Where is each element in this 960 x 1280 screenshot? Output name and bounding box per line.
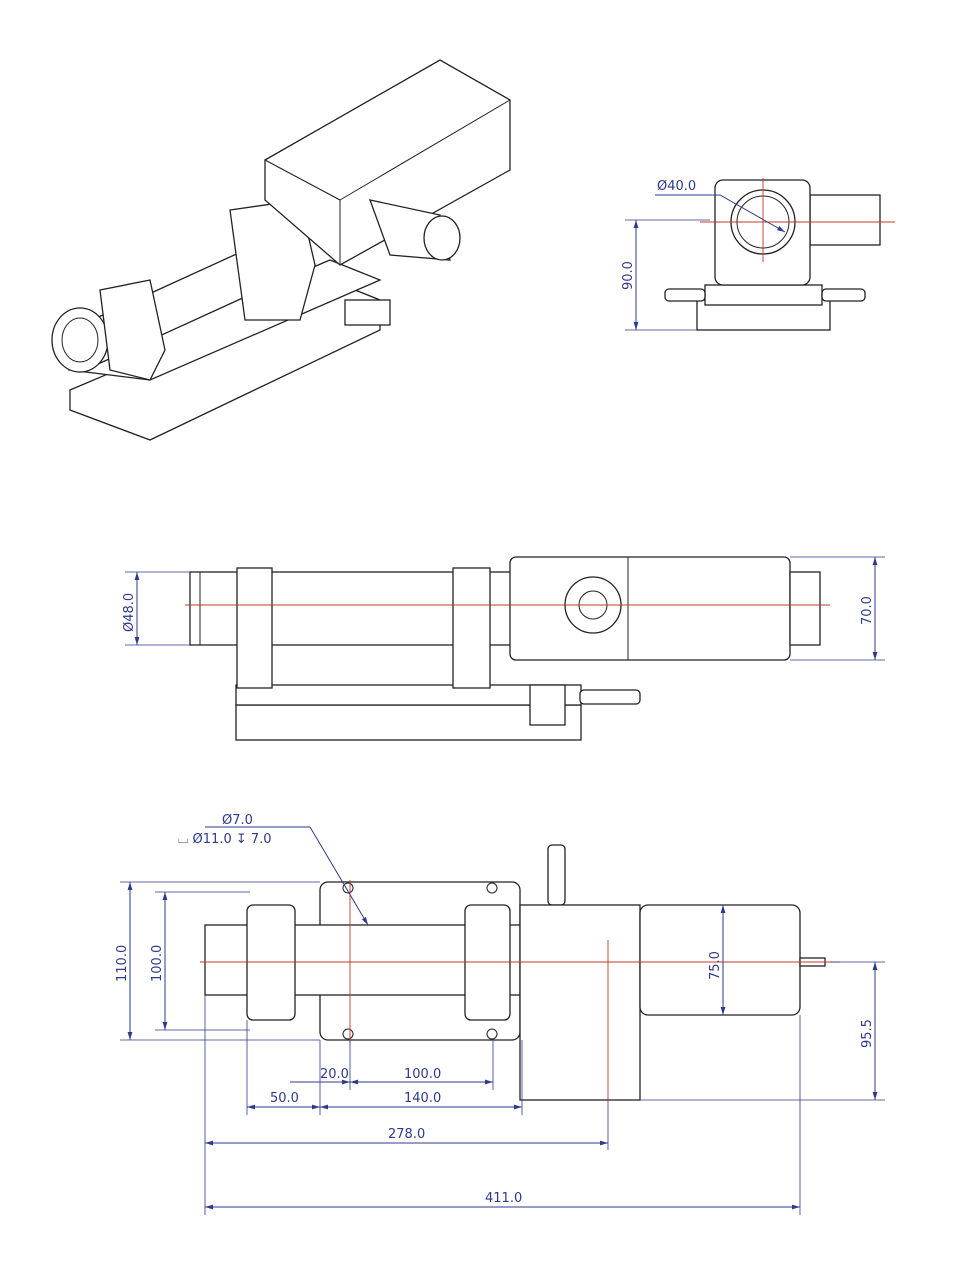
front-micrometer-right <box>821 288 866 302</box>
front-side-box <box>809 194 881 246</box>
top-clamp-2 <box>464 904 511 1021</box>
iso-micrometer <box>344 299 391 326</box>
top-motor-side <box>519 904 641 1101</box>
front-view: 90.0 Ø40.0 <box>621 178 895 331</box>
label-hole-spacing: 100.0 <box>404 1067 441 1082</box>
label-hole-diameter: Ø7.0 <box>222 813 253 828</box>
isometric-view <box>51 59 511 441</box>
side-micrometer <box>579 689 641 705</box>
label-front-diameter: Ø40.0 <box>657 179 696 194</box>
label-total-length: 411.0 <box>485 1191 522 1206</box>
side-clamp-2 <box>452 567 491 689</box>
label-tube-diameter: Ø48.0 <box>122 593 137 632</box>
label-hole-offset: 20.0 <box>320 1067 349 1082</box>
label-motor-offset: 95.5 <box>860 1019 875 1048</box>
label-plate-length: 140.0 <box>404 1091 441 1106</box>
label-counterbore: ⌴ Ø11.0 ↧ 7.0 <box>178 832 272 847</box>
iso-clamp-front <box>99 279 166 381</box>
side-motor <box>509 556 791 661</box>
label-width-outer: 110.0 <box>115 945 130 982</box>
label-width-inner: 100.0 <box>150 945 165 982</box>
label-clamp-offset: 50.0 <box>270 1091 299 1106</box>
front-micrometer-left <box>664 288 706 302</box>
side-clamp-1 <box>236 567 273 689</box>
top-micrometer-1 <box>547 844 566 906</box>
label-front-height: 90.0 <box>621 261 636 290</box>
top-clamp-1 <box>246 904 296 1021</box>
top-view: Ø7.0 ⌴ Ø11.0 ↧ 7.0 110.0 100.0 75.0 95.5… <box>115 813 885 1215</box>
side-base <box>235 704 582 741</box>
label-motor-width: 75.0 <box>708 951 723 980</box>
iso-motor-body <box>264 59 511 266</box>
side-view: Ø48.0 70.0 <box>122 556 885 741</box>
label-body-height: 70.0 <box>860 596 875 625</box>
label-length-to-motor: 278.0 <box>388 1127 425 1142</box>
